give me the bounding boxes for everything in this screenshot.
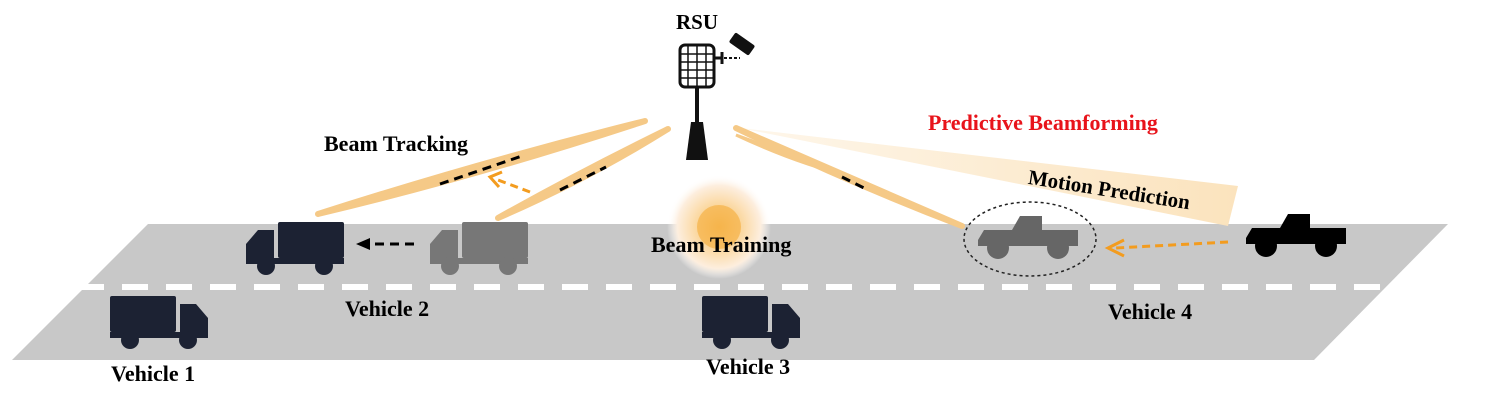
rsu-tower — [678, 32, 755, 160]
vehicle1-label: Vehicle 1 — [111, 361, 196, 386]
camera-icon — [714, 32, 755, 64]
road — [12, 224, 1448, 360]
beam-training-label: Beam Training — [651, 232, 792, 257]
beam-dash-lines — [439, 154, 869, 192]
predictive-beamforming-label: Predictive Beamforming — [928, 110, 1158, 135]
predictive-beam — [740, 128, 1238, 226]
beam-tracking-beams — [315, 118, 965, 229]
predicted-position-ellipse — [963, 201, 1097, 277]
beam-tracking-label: Beam Tracking — [324, 131, 469, 156]
vehicle3-label: Vehicle 3 — [706, 354, 791, 379]
vehicle4-label: Vehicle 4 — [1108, 299, 1193, 324]
rsu-label: RSU — [676, 10, 719, 34]
tracking-direction-arrow — [487, 170, 531, 194]
beam-aux — [735, 133, 851, 178]
vehicle4-motion-arrow — [1104, 238, 1229, 258]
vehicle2-label: Vehicle 2 — [345, 296, 430, 321]
rsu-base — [686, 122, 708, 160]
rsu-pole — [695, 87, 699, 125]
vehicle2-motion-arrow — [356, 238, 414, 250]
beam-training-core — [697, 205, 741, 249]
beam-old — [315, 118, 648, 217]
lane-markings — [78, 284, 1380, 290]
beam-current — [495, 126, 671, 221]
